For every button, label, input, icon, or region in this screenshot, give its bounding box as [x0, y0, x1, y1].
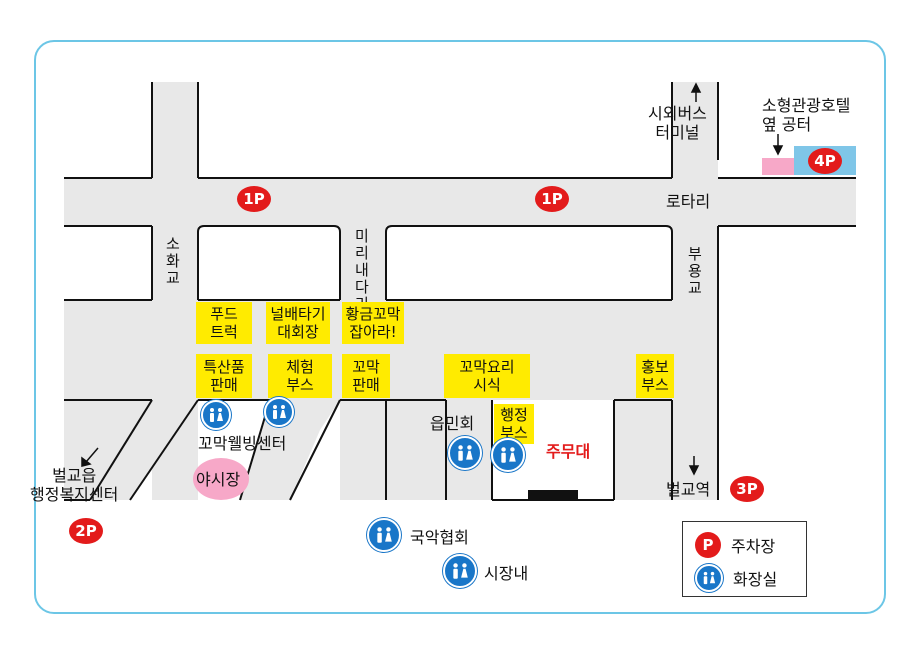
- arrow-icon: [690, 82, 702, 93]
- legend-row-restroom: 화장실: [695, 564, 777, 592]
- bus-terminal-label: 시외버스 터미널: [648, 104, 707, 142]
- booth-cockle-sale: 꼬막 판매: [342, 354, 390, 398]
- restroom-icon: [210, 408, 223, 422]
- booth-promo: 홍보 부스: [636, 354, 674, 398]
- booth-seesaw: 널배타기 대회장: [266, 302, 330, 344]
- eupminhoe-label: 읍민회: [430, 414, 475, 433]
- road-label-mirinaedari: 미 리 내 다 리: [355, 227, 369, 313]
- parking-badge-4p: 4P: [808, 148, 842, 174]
- restroom-icon: [377, 527, 392, 543]
- legend-restroom-label: 화장실: [733, 570, 778, 589]
- restroom-icon: [491, 438, 525, 472]
- map-legend: P 주차장 화장실: [682, 521, 807, 597]
- main-stage-bar: [528, 490, 578, 500]
- booth-cooking: 꼬막요리 시식: [444, 354, 530, 398]
- restroom-icon: [453, 563, 468, 579]
- restroom-icon: [458, 445, 473, 461]
- beolgyo-station-label: 벌교역: [666, 480, 711, 499]
- arrow-icon: [81, 456, 92, 467]
- arrow-icon: [85, 447, 99, 463]
- road-label-rotary: 로타리: [666, 192, 711, 211]
- parking-badge-3p: 3P: [730, 476, 764, 502]
- restroom-icon: [264, 397, 294, 427]
- map-frame: [34, 40, 886, 614]
- parking-badge-1p-left: 1P: [237, 186, 271, 212]
- gugak-label: 국악협회: [410, 528, 469, 547]
- night-market-marker: [193, 458, 249, 500]
- booth-experience: 체험 부스: [268, 354, 332, 398]
- welfare-center-label: 벌교읍 행정복지센터: [30, 466, 119, 504]
- welbeing-center-label: 꼬막웰빙센터: [198, 434, 287, 453]
- legend-parking-label: 주차장: [731, 537, 776, 556]
- parking-badge-1p-right: 1P: [535, 186, 569, 212]
- restroom-icon: [367, 518, 401, 552]
- market-inside-label: 시장내: [484, 564, 529, 583]
- restroom-icon: [501, 447, 516, 463]
- booth-admin: 행정 부스: [494, 404, 534, 444]
- night-market-label: 야시장: [196, 470, 241, 489]
- hotel-lot-block: [762, 158, 794, 175]
- main-stage-label: 주무대: [546, 442, 591, 461]
- arrow-icon: [772, 145, 784, 156]
- legend-parking-symbol: P: [695, 532, 721, 558]
- arrow-icon: [688, 465, 700, 476]
- restroom-icon: [448, 436, 482, 470]
- parking-badge-2p: 2P: [69, 518, 103, 544]
- booth-golden-cockle: 황금꼬막 잡아라!: [342, 302, 404, 344]
- restroom-icon: [273, 405, 286, 419]
- road-label-sohwagyo: 소 화 교: [166, 235, 180, 287]
- legend-row-parking: P 주차장: [695, 532, 775, 558]
- booth-food-truck: 푸드 트럭: [196, 302, 252, 344]
- road-label-buyonggyo: 부 용 교: [688, 245, 702, 297]
- restroom-icon: [201, 400, 231, 430]
- restroom-icon: [443, 554, 477, 588]
- hotel-lot-label: 소형관광호텔 옆 공터: [762, 96, 851, 134]
- restroom-icon: [703, 571, 716, 585]
- restroom-icon: [695, 564, 723, 592]
- booth-specialty: 특산품 판매: [196, 354, 252, 398]
